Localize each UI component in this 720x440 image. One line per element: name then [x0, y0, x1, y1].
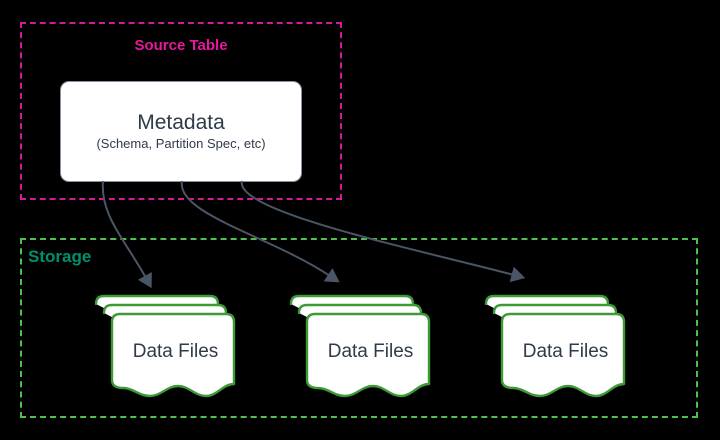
- metadata-title: Metadata: [137, 110, 225, 134]
- metadata-node[interactable]: Metadata (Schema, Partition Spec, etc): [60, 81, 302, 182]
- data-files-node-2[interactable]: Data Files: [289, 292, 435, 398]
- storage-group-label: Storage: [28, 247, 92, 266]
- data-files-node-1[interactable]: Data Files: [94, 292, 240, 398]
- document-stack-icon: [484, 294, 626, 398]
- metadata-subtitle: (Schema, Partition Spec, etc): [96, 136, 266, 152]
- data-files-node-3[interactable]: Data Files: [484, 292, 630, 398]
- source-table-group-label: Source Table: [134, 37, 228, 54]
- document-stack-icon: [289, 294, 431, 398]
- document-stack-icon: [94, 294, 236, 398]
